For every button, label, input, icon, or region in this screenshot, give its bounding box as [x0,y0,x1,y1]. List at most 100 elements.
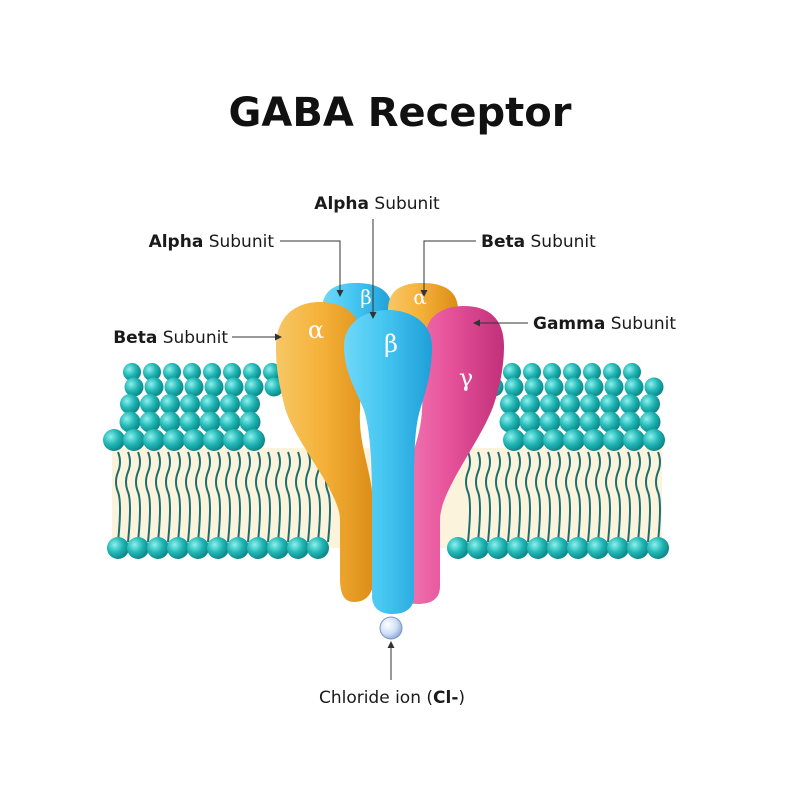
lipid-tail [165,451,171,543]
lipid-head [243,363,261,381]
lipid-tail [115,451,121,543]
lipid-tail [215,451,221,543]
lipid-head [163,363,181,381]
lipid-head [523,363,541,381]
lipid-head [643,429,665,451]
lipid-head [199,411,221,433]
lipid-head [160,394,180,414]
lipid-tail [225,451,231,543]
lipid-head [500,394,520,414]
lipid-tail [525,451,531,543]
lipid-tail [615,451,621,543]
lipid-head [564,377,584,397]
lipid-tail [515,451,521,543]
label-beta-subunit-left: Beta Subunit [113,328,228,348]
lipid-head [623,363,641,381]
lipid-head [187,537,209,559]
lipid-head [123,363,141,381]
lipid-head [183,363,201,381]
lipid-head [167,537,189,559]
lipid-head [520,394,540,414]
leader-beta-right [420,240,476,297]
lipid-tail [125,451,131,543]
lipid-tail [285,451,291,543]
lipid-tail [565,451,571,543]
lipid-head [243,429,265,451]
lipid-tail [475,451,481,543]
lipid-head [504,377,524,397]
subunit-symbol: α [308,316,324,344]
label-alpha-subunit-top: Alpha Subunit [314,194,440,214]
lipid-head [559,411,581,433]
lipid-head [263,363,281,381]
lipid-tail [145,451,151,543]
lipid-head [143,363,161,381]
lipid-head [127,537,149,559]
lipid-head [539,411,561,433]
lipid-head [123,429,145,451]
lipid-head [563,363,581,381]
lipid-head [144,377,164,397]
lipid-head [547,537,569,559]
label-beta-subunit-right: Beta Subunit [481,232,596,252]
lipid-tail [575,451,581,543]
lipid-head [244,377,264,397]
leader-alpha-left [280,240,344,297]
lipid-head [639,411,661,433]
lipid-head [579,411,601,433]
leader-lines [232,219,528,680]
lipid-head [264,377,284,397]
lipid-head [164,377,184,397]
lipid-head [120,394,140,414]
lipid-head [603,363,621,381]
page-title: GABA Receptor [229,90,572,136]
lipid-head [147,537,169,559]
lipid-tail [585,451,591,543]
lipid-tail [175,451,181,543]
lipid-heads-upper [103,363,665,451]
lipid-head [207,537,229,559]
lipid-head [467,537,489,559]
lipid-tail [305,451,311,543]
subunit-symbol: γ [459,364,473,392]
lipid-tail [495,451,501,543]
lipid-head [619,411,641,433]
lipid-head [224,377,244,397]
lipid-tail [595,451,601,543]
lipid-head [223,429,245,451]
lipid-head [204,377,224,397]
lipid-head [587,537,609,559]
lipid-head [124,377,144,397]
lipid-tail [245,451,251,543]
lipid-head [599,411,621,433]
lipid-head [499,411,521,433]
lipid-tail [655,451,661,543]
lipid-tail [485,451,491,543]
lipid-head [447,537,469,559]
lipid-head [519,411,541,433]
lipid-head [523,429,545,451]
lipid-head [640,394,660,414]
lipid-tail [295,451,301,543]
subunit-symbol: β [360,285,372,309]
lipid-head [503,429,525,451]
lipid-head [203,363,221,381]
lipid-tail [135,451,141,543]
lipid-head [583,429,605,451]
lipid-head [507,537,529,559]
lipid-head [560,394,580,414]
lipid-head [604,377,624,397]
lipid-head [240,394,260,414]
lipid-tail [545,451,551,543]
lipid-head [644,377,664,397]
lipid-head [119,411,141,433]
lipid-head [543,363,561,381]
lipid-head [219,411,241,433]
lipid-tail [465,451,471,543]
lipid-head [267,537,289,559]
lipid-head [527,537,549,559]
lipid-head [600,394,620,414]
lipid-tail [195,451,201,543]
lipid-head [179,411,201,433]
lipid-tail [625,451,631,543]
